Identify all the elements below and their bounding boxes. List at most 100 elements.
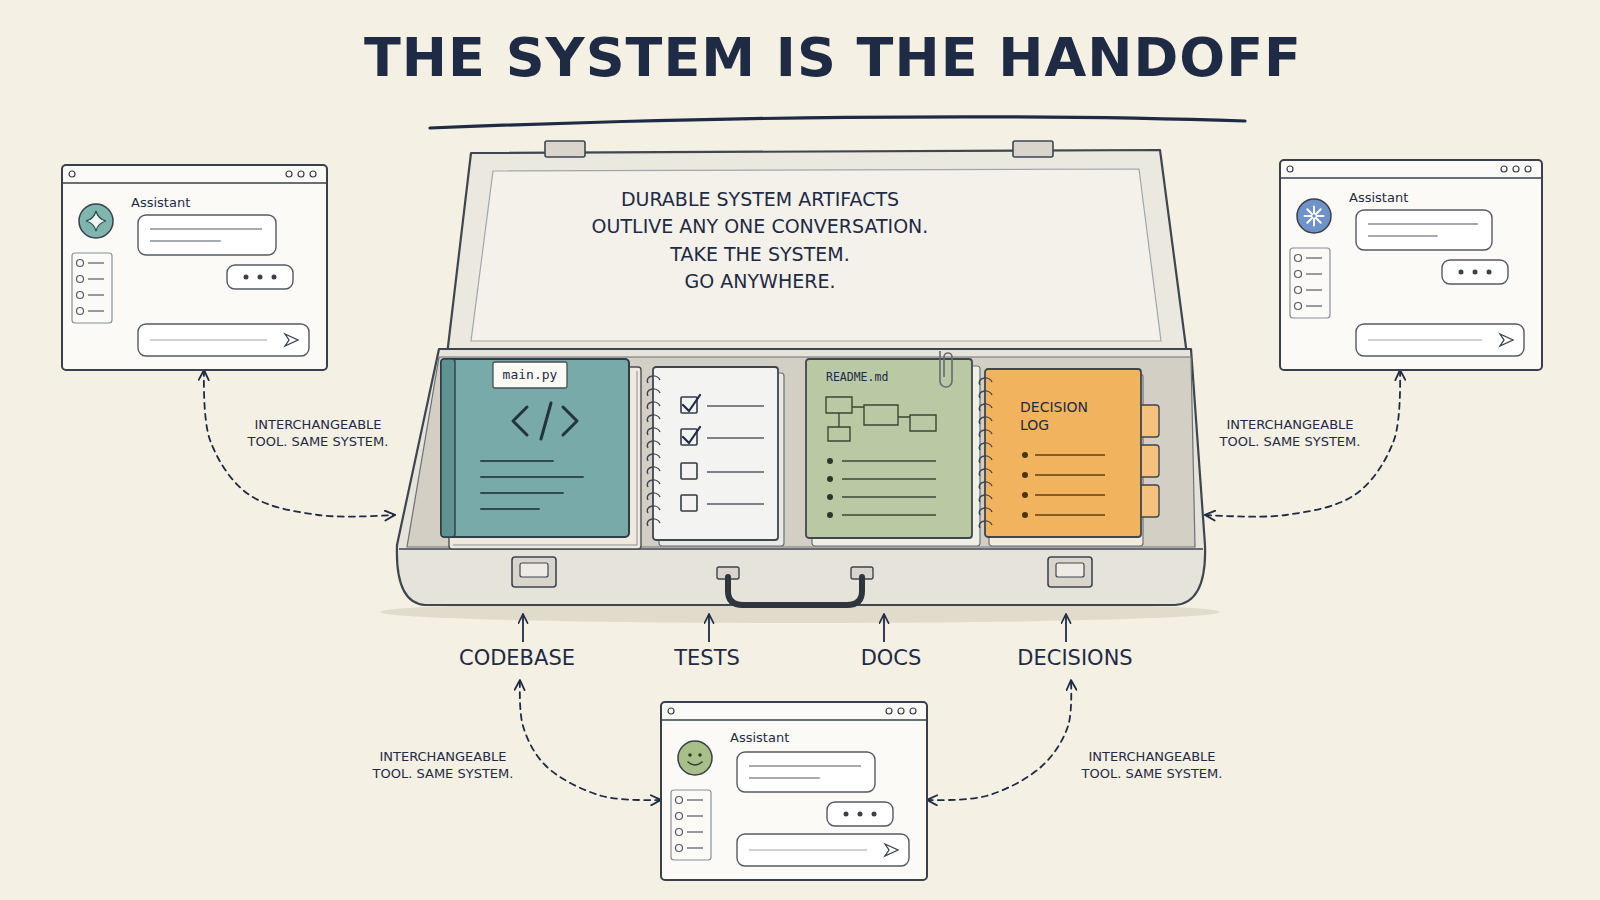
window-dot (1287, 166, 1293, 172)
title: THE SYSTEM IS THE HANDOFF (233, 28, 1433, 87)
typing-dot (858, 812, 863, 817)
dashed-connector (204, 370, 395, 517)
window-dot (69, 171, 75, 177)
avatar (678, 741, 712, 775)
docs-book: README.mdDOCS (806, 359, 980, 680)
send-icon (1500, 334, 1513, 346)
spiral-ring (979, 430, 992, 437)
assistant-window-outline (62, 165, 327, 370)
bullet (827, 512, 833, 518)
case-body (397, 349, 1205, 605)
sidebar-item (676, 813, 683, 820)
part-label: DOCS (816, 646, 966, 671)
leader-arrow (522, 614, 524, 642)
file-name: README.md (826, 371, 906, 385)
window-frame (661, 702, 927, 880)
task-line (707, 405, 764, 406)
bullet-line (1035, 494, 1105, 495)
bullet (1022, 492, 1028, 498)
paper-clip (940, 351, 952, 387)
smile-eye (688, 753, 692, 757)
smile-mouth (688, 762, 702, 765)
window-control (1501, 166, 1507, 172)
sidebar-item (676, 797, 683, 804)
bullet-line (842, 478, 936, 479)
lid-note: DURABLE SYSTEM ARTIFACTS OUTLIVE ANY ONE… (584, 186, 936, 240)
spiral-ring (647, 454, 660, 461)
typing-dot (1487, 270, 1492, 275)
spiral-ring (647, 493, 660, 500)
sidebar-dash (687, 799, 703, 800)
window-control (1513, 166, 1519, 172)
sidebar-item (77, 276, 84, 283)
connector-label: INTERCHANGEABLE TOOL. SAME SYSTEM. (1077, 748, 1227, 784)
sidebar-dash (88, 262, 104, 263)
avatar-icon (86, 211, 106, 231)
window-title: Assistant (730, 730, 840, 746)
typing-dot (272, 275, 277, 280)
spiral-ring (979, 404, 992, 411)
title-bar-rule (661, 719, 927, 720)
case-lid (447, 150, 1187, 355)
spiral-ring (647, 506, 660, 513)
assistant-window: Assistant (661, 702, 927, 880)
book-cover (441, 359, 629, 537)
bullet-line (842, 496, 936, 497)
title-bar-rule (1280, 177, 1542, 178)
spiral-ring (647, 480, 660, 487)
spiral-ring (647, 389, 660, 396)
window-title: Assistant (131, 195, 241, 211)
sidebar-dash (88, 294, 104, 295)
typing-dot (872, 812, 877, 817)
sidebar-dash (88, 310, 104, 311)
sidebar-item (77, 308, 84, 315)
sidebar-dash (687, 815, 703, 816)
title-bar-rule (62, 182, 327, 183)
bubble-lines (150, 229, 262, 241)
case-handle (728, 577, 862, 605)
sidebar (72, 253, 112, 323)
spiral-ring (647, 376, 660, 383)
window-control (1525, 166, 1531, 172)
window-control (910, 708, 916, 714)
decision-log-outline (985, 369, 1163, 680)
window-title: Assistant (1349, 190, 1459, 206)
bubble-lines (1368, 224, 1478, 236)
window-control (898, 708, 904, 714)
sidebar-item (1295, 271, 1302, 278)
spark-icon (86, 211, 106, 231)
spiral-ring (979, 378, 992, 385)
sidebar-item (1295, 287, 1302, 294)
typing-bubble (1442, 260, 1508, 284)
sidebar-item (1295, 303, 1302, 310)
leader-arrow (708, 614, 710, 642)
smile-eye (698, 753, 702, 757)
star-ray (1316, 218, 1321, 223)
case-well (407, 357, 1195, 547)
sidebar-dash (1306, 289, 1322, 290)
bullet-line (1035, 514, 1105, 515)
task-line (707, 503, 764, 504)
bullet (1022, 512, 1028, 518)
assistant-window: Assistant (1280, 160, 1542, 370)
typing-bubble (827, 802, 893, 826)
star-ray (1317, 215, 1324, 217)
dashed-connector (1205, 370, 1400, 517)
checkbox (681, 463, 697, 479)
assistant-window: Assistant (62, 165, 327, 370)
spiral-ring (647, 519, 660, 526)
lid-clasp (1013, 141, 1053, 157)
code-symbol (513, 403, 577, 439)
bubble-lines (749, 766, 861, 778)
star-ray (1313, 219, 1315, 226)
star-ray (1307, 218, 1312, 223)
bullet-line (1035, 474, 1105, 475)
spiral-ring (979, 469, 992, 476)
spiral-ring (979, 482, 992, 489)
sidebar-dash (1306, 257, 1322, 258)
case-latch (512, 557, 556, 587)
bullet (827, 458, 833, 464)
input-box (1356, 324, 1524, 356)
check-mark (683, 427, 700, 443)
chat-bubble (737, 752, 875, 792)
